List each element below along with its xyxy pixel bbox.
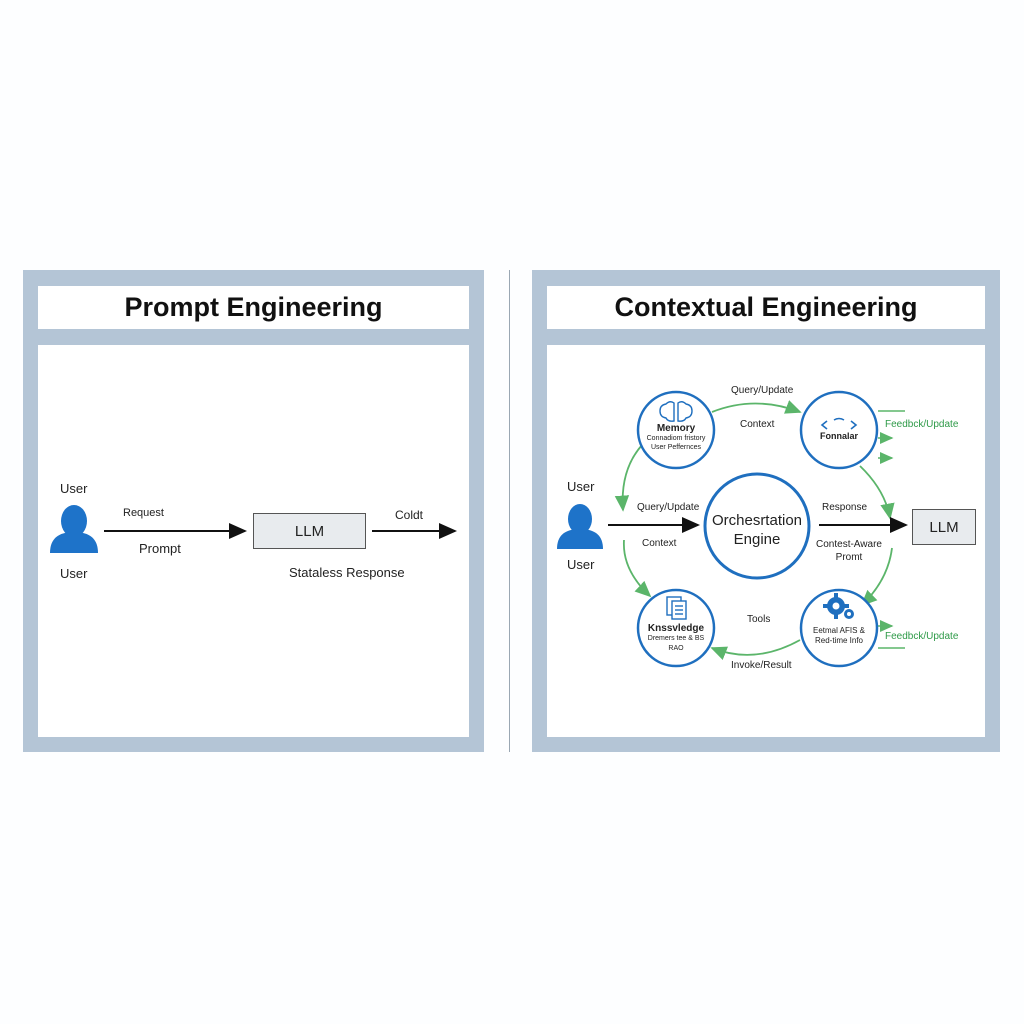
center-line1: Orchesrtation xyxy=(711,512,803,529)
gear-icon xyxy=(823,593,854,619)
output-label: Coldt xyxy=(395,508,424,522)
knowledge-title: Knssvledge xyxy=(647,623,705,634)
feedback-top-label: Feedbck/Update xyxy=(885,419,959,430)
knowledge-text: Knssvledge Dremers tee & BS RAO xyxy=(640,623,712,654)
tool-node xyxy=(799,390,879,470)
prompt-engineering-panel: Prompt Engineering xyxy=(23,270,484,752)
panel-title: Prompt Engineering xyxy=(38,286,469,329)
llm-box: LLM xyxy=(253,513,366,549)
brain-icon xyxy=(659,401,693,422)
memory-line2: User Peffernces xyxy=(650,444,702,451)
divider xyxy=(509,270,510,752)
external-node xyxy=(799,588,879,668)
llm-box: LLM xyxy=(912,509,976,545)
stateless-response-label: Stataless Response xyxy=(289,565,405,580)
context-top-label: Context xyxy=(740,419,775,430)
memory-text: Memory Connadiom fristory User Peffernce… xyxy=(640,423,712,452)
bottom-arc-arrow xyxy=(710,639,801,660)
user-label-bottom: User xyxy=(60,566,88,581)
invoke-result-label: Invoke/Result xyxy=(731,660,792,671)
knowledge-line2: RAO xyxy=(668,645,684,652)
left-bottom-arc xyxy=(623,539,652,598)
context-aware-prompt-label: Contest-Aware Promt xyxy=(806,538,892,564)
request-label: Request xyxy=(123,507,164,519)
external-line2: Red-time Info xyxy=(814,636,864,645)
left-top-arc xyxy=(614,444,643,512)
memory-title: Memory xyxy=(656,423,696,434)
knowledge-line1: Dremers tee & BS xyxy=(647,635,705,642)
person-icon xyxy=(50,505,98,553)
top-arc-label: Query/Update xyxy=(731,385,794,396)
tools-label: Tools xyxy=(747,614,771,625)
orchestration-engine-label: Orchesrtation Engine xyxy=(705,511,809,549)
panel-title: Contextual Engineering xyxy=(547,286,985,329)
memory-line1: Connadiom fristory xyxy=(646,435,706,442)
user-label-top: User xyxy=(60,481,88,496)
tool-node-title: Fonnalar xyxy=(819,431,858,441)
user-label-top: User xyxy=(567,479,595,494)
context-left-label: Context xyxy=(642,538,677,549)
memory-node xyxy=(636,390,716,470)
code-icon xyxy=(820,417,858,430)
response-label: Response xyxy=(822,502,868,513)
external-text: Eetmal AFIS & Red-time Info xyxy=(806,626,872,646)
external-line1: Eetmal AFIS & xyxy=(812,626,866,635)
person-icon xyxy=(557,504,603,549)
top-arc-arrow xyxy=(711,400,802,414)
document-icon xyxy=(666,596,687,620)
user-label-bottom: User xyxy=(567,557,595,572)
query-update-left-label: Query/Update xyxy=(637,502,700,513)
orchestration-engine-node xyxy=(703,472,811,580)
prompt-label: Prompt xyxy=(139,541,181,556)
center-line2: Engine xyxy=(733,531,781,548)
knowledge-node xyxy=(636,588,716,668)
feedback-bottom-label: Feedbck/Update xyxy=(885,631,959,642)
right-top-arc xyxy=(859,465,895,520)
context-aware-line2: Promt xyxy=(835,552,863,563)
context-aware-line1: Contest-Aware xyxy=(816,539,882,550)
